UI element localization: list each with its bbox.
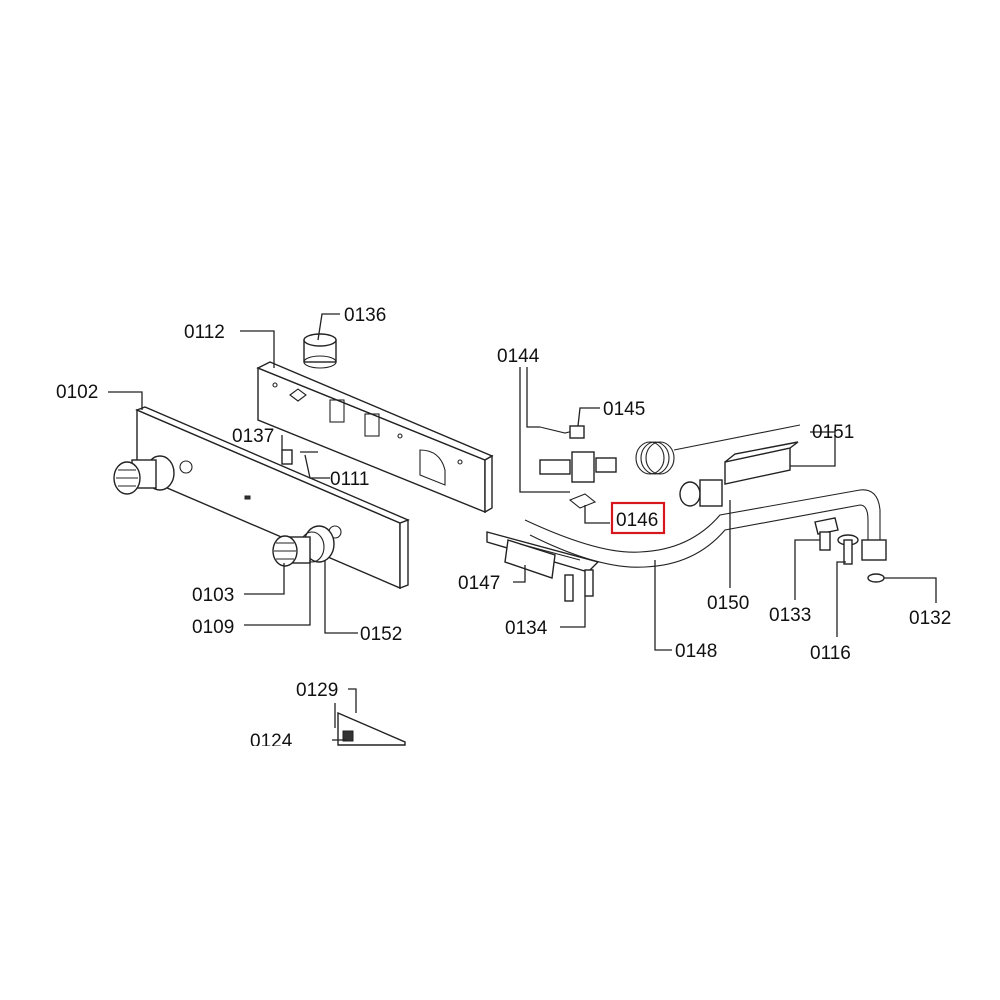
label-0133: 0133 (769, 605, 811, 626)
part-bolt (814, 517, 839, 551)
part-washer (867, 573, 885, 583)
label-0109: 0109 (192, 617, 234, 638)
label-0132: 0132 (909, 608, 951, 629)
leader-lines (108, 313, 937, 741)
label-0102: 0102 (56, 382, 98, 403)
part-clip (281, 449, 293, 465)
label-0111: 0111 (330, 469, 369, 490)
part-bracket-plate (256, 361, 494, 514)
label-0152: 0152 (360, 624, 402, 645)
label-0116: 0116 (810, 643, 851, 664)
part-burner-bracket (486, 531, 600, 579)
label-0150: 0150 (707, 593, 749, 614)
label-0136: 0136 (344, 305, 386, 326)
label-0146: 0146 (616, 510, 658, 531)
part-clamp (679, 479, 723, 507)
label-0151: 0151 (812, 422, 854, 443)
label-0103: 0103 (192, 585, 234, 606)
part-cylinder (303, 333, 337, 369)
label-0147: 0147 (458, 573, 500, 594)
label-0148: 0148 (675, 641, 717, 662)
part-lower-panel (337, 711, 406, 746)
part-knob-right (272, 525, 335, 567)
label-0112: 0112 (184, 322, 225, 343)
label-0144: 0144 (497, 346, 540, 367)
part-valve-thermocouple (539, 425, 617, 509)
label-0145: 0145 (603, 399, 645, 420)
part-thermocouple-coil (635, 424, 801, 475)
part-knob-left (113, 455, 175, 495)
part-gas-pipe (524, 489, 887, 568)
crop-mask (240, 746, 440, 776)
label-0129: 0129 (296, 680, 338, 701)
highlight-box-0146 (610, 501, 666, 535)
part-nozzle (837, 534, 859, 565)
part-ignition-module (724, 441, 799, 485)
part-screws-pair (564, 569, 594, 602)
label-0134: 0134 (505, 618, 548, 639)
label-0137: 0137 (232, 426, 274, 447)
